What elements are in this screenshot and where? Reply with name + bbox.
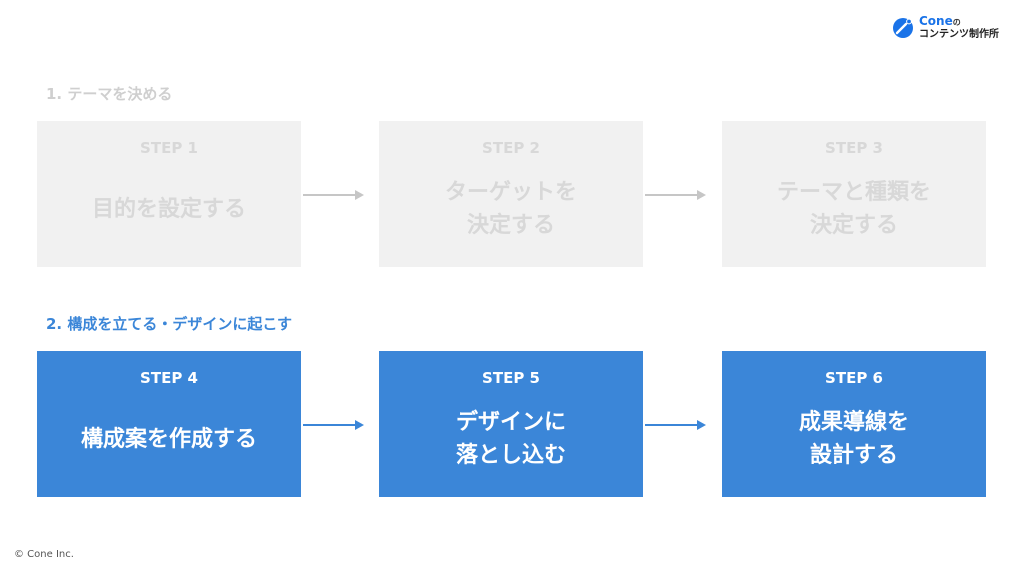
brand-logo: Coneの コンテンツ制作所 xyxy=(890,13,1020,43)
right-arrow-icon xyxy=(645,189,707,201)
copyright-text: © Cone Inc. xyxy=(14,549,74,560)
section-title-structure-design: 2. 構成を立てる・デザインに起こす xyxy=(46,315,293,333)
step-text: テーマと種類を 決定する xyxy=(776,180,931,238)
right-arrow-icon xyxy=(303,189,365,201)
section-title-theme: 1. テーマを決める xyxy=(46,85,173,103)
step-text: 目的を設定する xyxy=(91,196,246,222)
step-card-2: STEP 2 ターゲットを 決定する xyxy=(379,121,643,267)
cone-logo-icon xyxy=(893,18,913,38)
step-text: 構成案を作成する xyxy=(80,426,257,452)
step-label: STEP 4 xyxy=(140,369,198,387)
step-text: デザインに 落とし込む xyxy=(455,410,566,468)
step-label: STEP 3 xyxy=(825,139,883,157)
step-card-6: STEP 6 成果導線を 設計する xyxy=(722,351,986,497)
step-label: STEP 2 xyxy=(482,139,540,157)
step-card-3: STEP 3 テーマと種類を 決定する xyxy=(722,121,986,267)
right-arrow-icon xyxy=(303,419,365,431)
logo-brand-name: Coneの xyxy=(919,14,961,30)
step-text: ターゲットを 決定する xyxy=(444,180,577,238)
logo-brand-suffix: の xyxy=(952,18,961,27)
step-card-4: STEP 4 構成案を作成する xyxy=(37,351,301,497)
step-card-5: STEP 5 デザインに 落とし込む xyxy=(379,351,643,497)
step-label: STEP 5 xyxy=(482,369,540,387)
step-label: STEP 1 xyxy=(140,139,198,157)
step-text: 成果導線を 設計する xyxy=(798,410,909,468)
logo-brand-text: Cone xyxy=(919,14,953,28)
step-label: STEP 6 xyxy=(825,369,883,387)
logo-subtitle: コンテンツ制作所 xyxy=(919,29,999,40)
right-arrow-icon xyxy=(645,419,707,431)
step-card-1: STEP 1 目的を設定する xyxy=(37,121,301,267)
